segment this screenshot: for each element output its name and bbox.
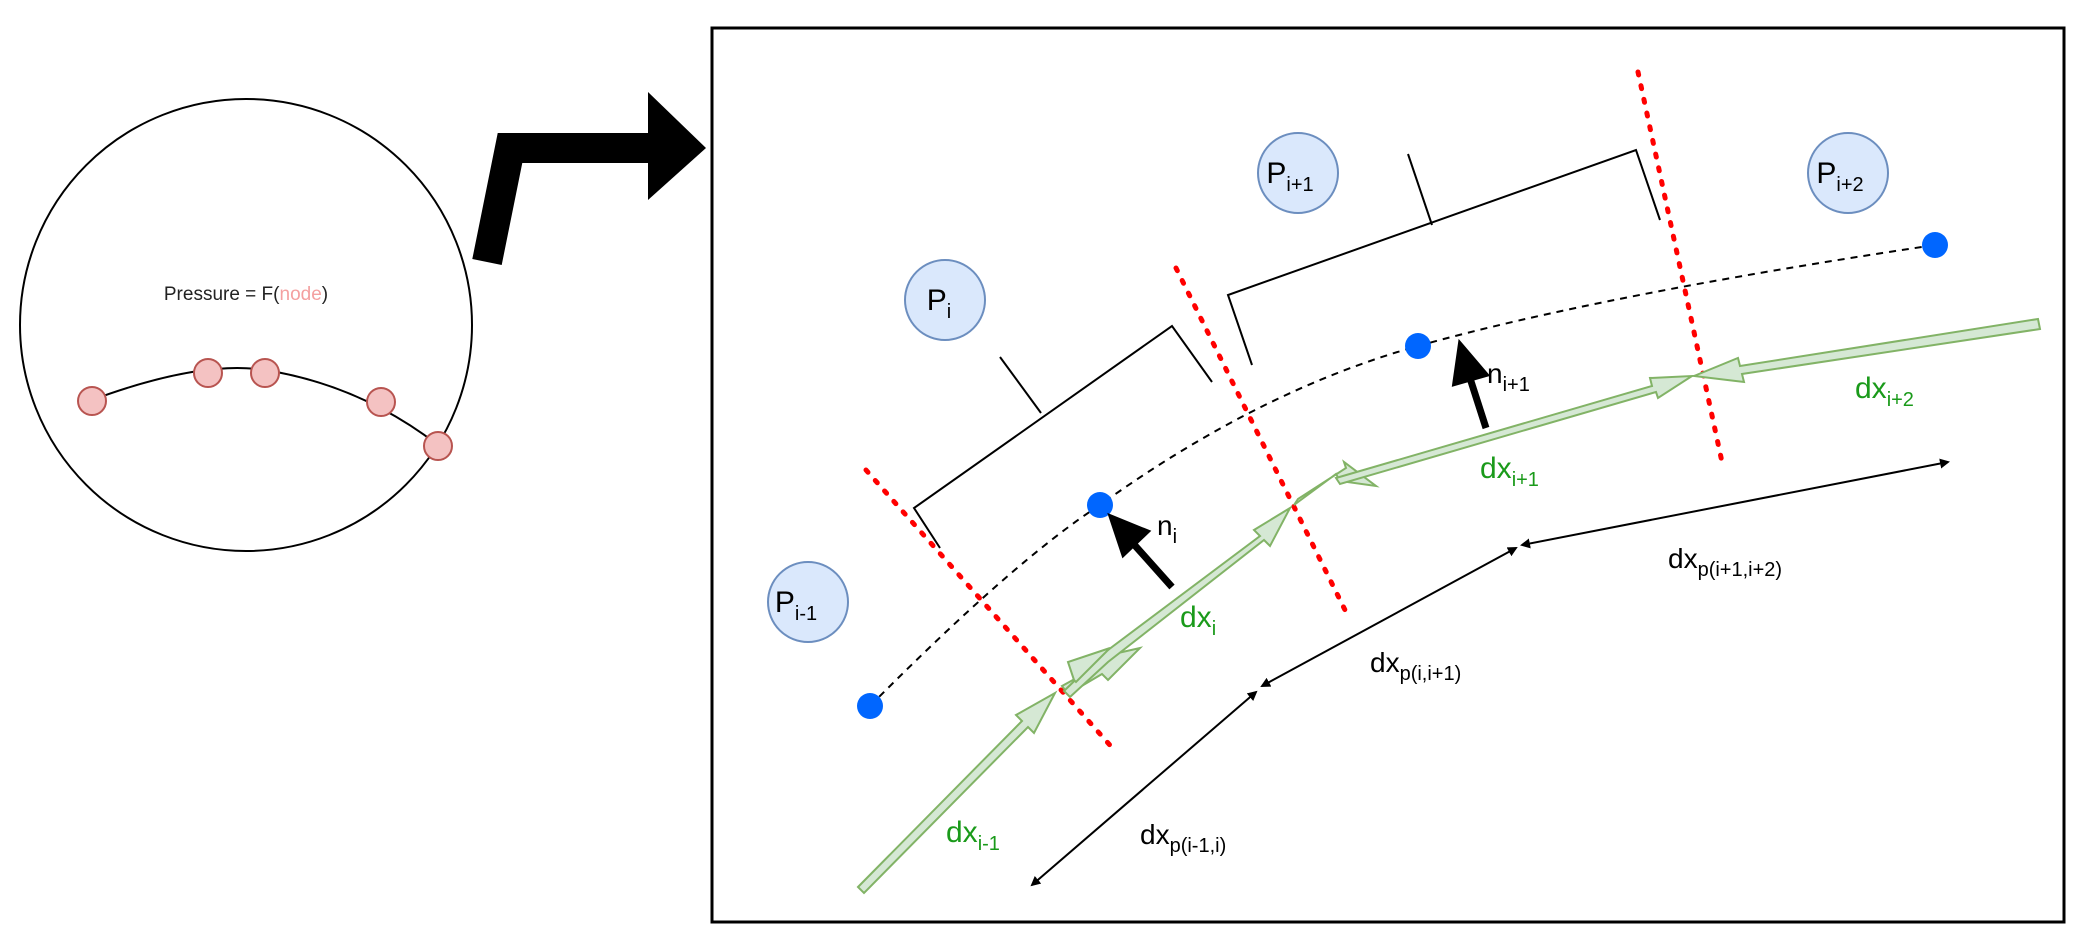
segment-label-i-1: dxi-1 [946,816,1000,855]
detail-frame [710,26,2066,924]
svg-text:Pi: Pi [927,284,951,323]
normal-label-i1: ni+1 [1487,358,1530,396]
pressure-point [1922,232,1948,258]
spacing-arrow-i [1260,547,1518,687]
pressure-circles: Pi-1 Pi Pi+1 Pi+2 [767,132,1889,643]
spacing-arrow-i1 [1520,458,1950,549]
inset-node [77,386,107,416]
normal-label-i: ni [1157,510,1177,548]
spacing-arrow-i-1 [1030,690,1258,887]
spacing-label-i1: dxp(i+1,i+2) [1668,543,1782,581]
inset-node [423,431,453,461]
pressure-function-prefix: Pressure = F( [164,284,280,305]
pressure-circle-i-1: Pi-1 [767,561,849,643]
pressure-label-main: P [927,284,947,317]
pressure-label-main: P [1816,157,1836,190]
segment-arrows-clean [856,317,2042,895]
pressure-label-sub: i [947,301,951,323]
segment-label-i1: dxi+1 [1480,452,1539,491]
pressure-circle-i: Pi [904,259,986,341]
pressure-point [857,693,883,719]
normal-arrow-i [1127,537,1175,590]
pressure-label-main: P [1266,157,1286,190]
segment-label-i2: dxi+2 [1855,372,1914,411]
inset-circle [19,98,473,552]
segment-label-i: dxi [1180,601,1216,640]
pressure-points [857,232,1948,719]
divider-line [1635,69,1725,465]
pressure-point-path [869,244,1936,707]
brackets [912,148,1661,549]
pressure-label-sub: i+1 [1286,174,1313,196]
spacing-label-i-1: dxp(i-1,i) [1140,819,1226,857]
svg-text:Pi+1: Pi+1 [1266,157,1313,196]
svg-text:Pi+2: Pi+2 [1816,157,1863,196]
pressure-function-label: Pressure = F(node) [164,284,328,305]
normal-arrows [1107,338,1491,590]
spacing-arrows [1030,458,1950,887]
svg-text:Pi-1: Pi-1 [775,586,817,625]
divider-line [1173,265,1349,615]
pressure-label-sub: i+2 [1836,174,1863,196]
pressure-function-suffix: ) [322,284,328,305]
pressure-circle-i2: Pi+2 [1807,132,1889,214]
spacing-label-i: dxp(i,i+1) [1370,647,1461,685]
inset-node [366,387,396,417]
pressure-point [1405,333,1431,359]
divider-line [863,467,1119,755]
pressure-label-main: P [775,586,795,619]
inset-node [193,358,223,388]
zoom-arrow [472,92,706,265]
pressure-function-node: node [280,284,322,305]
inset-node [250,358,280,388]
pressure-point [1087,492,1113,518]
inset-group: Pressure = F(node) [19,98,473,552]
bracket-pi [912,324,1213,549]
pressure-circle-i1: Pi+1 [1257,132,1339,214]
pressure-label-sub: i-1 [795,603,817,625]
